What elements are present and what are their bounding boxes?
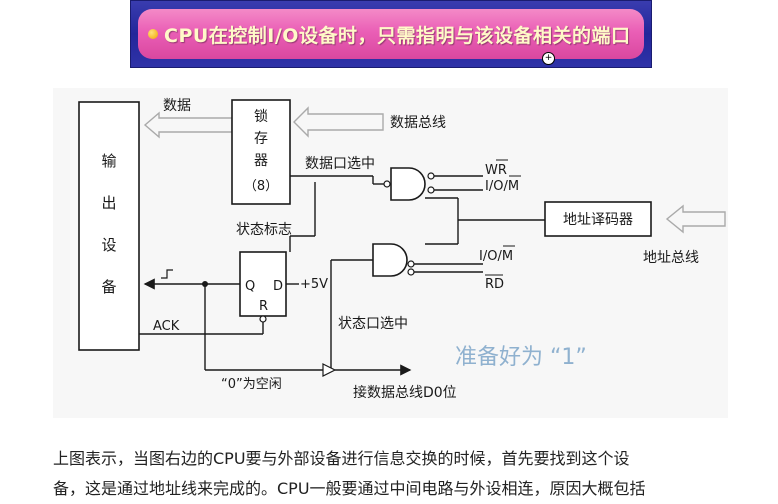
pulse-symbol	[161, 269, 173, 279]
data-out-arrow	[143, 111, 233, 139]
iom-label-1: I/O/M	[485, 179, 519, 194]
flag-q-label: Q	[245, 279, 255, 294]
upper-or-gate	[390, 167, 426, 201]
data-arrow-label: 数据	[163, 98, 191, 114]
output-device-char-3: 设	[101, 236, 116, 254]
latch-char-1: 锁	[254, 109, 268, 125]
slide-title: CPU在控制I/O设备时，只需指明与该设备相关的端口	[164, 24, 631, 47]
address-bus-arrow	[665, 204, 726, 234]
output-device-char-2: 出	[101, 194, 116, 212]
lower-or-gate	[372, 243, 408, 277]
plus5v-label: +5V	[300, 277, 328, 292]
iom-label-2: I/O/M	[479, 249, 513, 264]
ack-label: ACK	[153, 319, 180, 334]
bullet-icon	[148, 29, 158, 39]
title-box: CPU在控制I/O设备时，只需指明与该设备相关的端口	[138, 9, 644, 59]
r-bubble	[259, 315, 267, 323]
status-flag-label: 状态标志	[236, 222, 292, 238]
latch-char-3: 器	[254, 153, 268, 169]
iom-bubble-2	[407, 260, 415, 268]
cursor-icon: +	[542, 52, 555, 65]
rd-label: RD	[485, 277, 504, 292]
iom-bubble-1	[427, 186, 435, 194]
caption-paragraph: 上图表示，当图右边的CPU要与外部设备进行信息交换的时候，首先要找到这个设 备，…	[53, 444, 763, 504]
d0-note: 接数据总线D0位	[353, 384, 457, 401]
data-port-select-label: 数据口选中	[305, 156, 375, 172]
wr-label: WR	[485, 163, 507, 178]
data-bus-label: 数据总线	[390, 115, 446, 131]
caption-line-1: 上图表示，当图右边的CPU要与外部设备进行信息交换的时候，首先要找到这个设	[53, 449, 630, 468]
diagram-svg: 输 出 设 备 数据 锁 存 器 （8） 数据总线 数据口选中 WR I/O/M	[78, 98, 726, 401]
address-decoder-label: 地址译码器	[563, 212, 633, 228]
latch-char-4: （8）	[244, 179, 278, 194]
idle-note: “0”为空闲	[221, 377, 282, 392]
tristate-buffer	[322, 363, 337, 377]
address-decoder-box	[544, 201, 652, 237]
rd-bubble	[407, 268, 415, 276]
io-port-diagram: 输 出 设 备 数据 锁 存 器 （8） 数据总线 数据口选中 WR I/O/M	[53, 88, 728, 418]
latch-char-2: 存	[254, 131, 268, 147]
caption-line-2: 备，这是通过地址线来完成的。CPU一般要通过中间电路与外设相连，原因大概包括	[53, 479, 646, 498]
output-device-char-1: 输	[101, 152, 116, 170]
address-bus-label: 地址总线	[643, 250, 699, 266]
ready-note: 准备好为 “1”	[455, 345, 587, 370]
output-device-box	[78, 101, 140, 351]
status-flag-box	[239, 251, 287, 317]
title-banner: CPU在控制I/O设备时，只需指明与该设备相关的端口	[130, 0, 652, 68]
data-bus-arrow	[293, 106, 384, 138]
wr-bubble	[427, 172, 435, 180]
upper-gate-bubble	[383, 180, 391, 188]
output-device-char-4: 备	[101, 278, 116, 296]
latch-box	[231, 99, 291, 205]
flag-r-label: R	[259, 299, 268, 314]
flag-d-label: D	[273, 279, 283, 294]
status-port-select-label: 状态口选中	[338, 316, 408, 332]
